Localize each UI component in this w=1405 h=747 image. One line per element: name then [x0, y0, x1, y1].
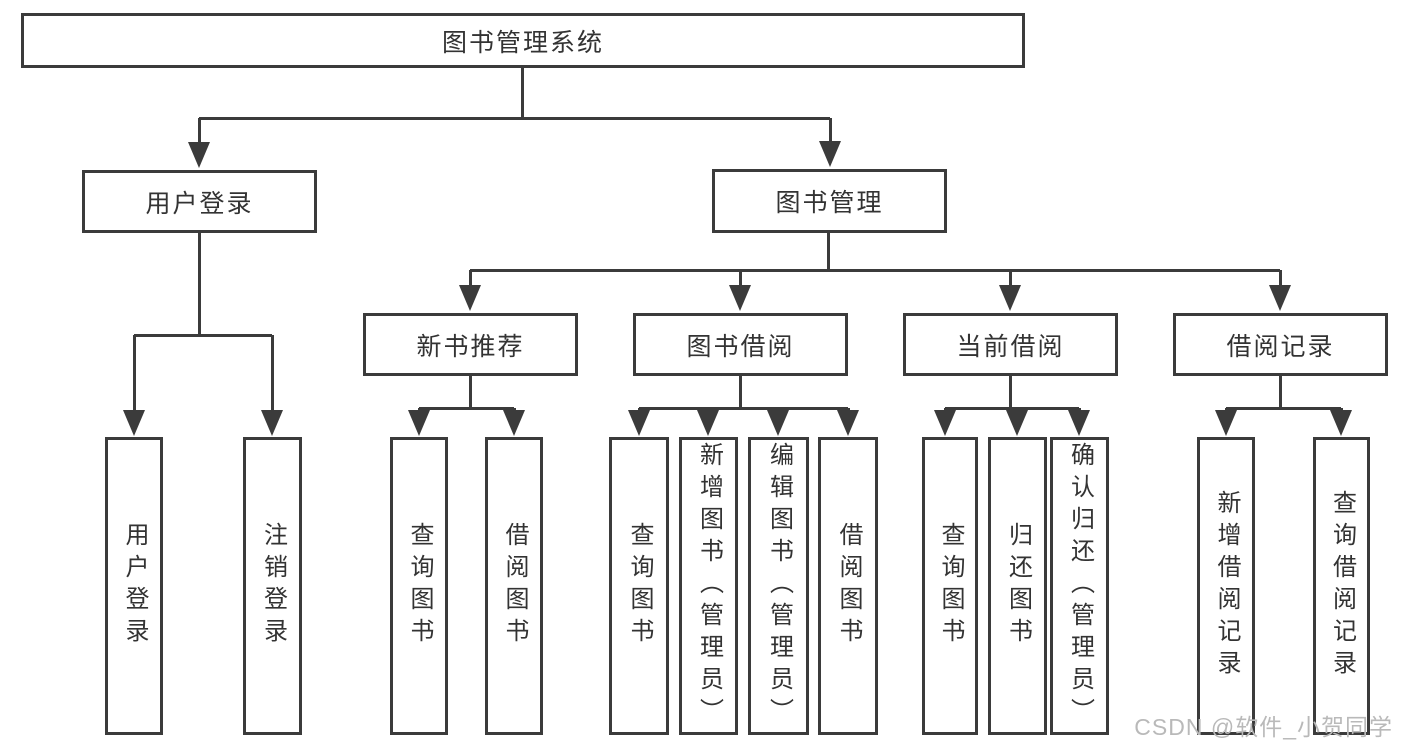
connector-line: [199, 116, 830, 120]
node-label: 用户登录: [145, 189, 254, 218]
node-book-borrow: 图书借阅: [633, 313, 848, 376]
arrowhead-down-icon: [729, 285, 751, 311]
connector-line: [134, 333, 272, 337]
connector-line: [828, 118, 832, 143]
arrowhead-down-icon: [1269, 285, 1291, 311]
arrowhead-down-icon: [999, 285, 1021, 311]
arrowhead-down-icon: [123, 410, 145, 436]
node-leaf-add-borrow-record: 新增借阅记录: [1197, 437, 1255, 735]
arrowhead-down-icon: [628, 410, 650, 436]
node-user-login: 用户登录: [82, 170, 317, 233]
node-leaf-add-book-admin: 新增图书（管理员）: [679, 437, 738, 735]
arrowhead-down-icon: [837, 410, 859, 436]
node-label: 图书借阅: [686, 332, 795, 361]
connector-line: [468, 376, 472, 408]
arrowhead-down-icon: [1215, 410, 1237, 436]
node-label: 借阅图书: [835, 522, 862, 650]
arrowhead-down-icon: [503, 410, 525, 436]
connector-line: [132, 335, 136, 412]
node-leaf-query-borrow-record: 查询借阅记录: [1313, 437, 1370, 735]
node-leaf-query-book-recommend: 查询图书: [390, 437, 448, 735]
node-leaf-user-login: 用户登录: [105, 437, 163, 735]
arrowhead-down-icon: [188, 142, 210, 168]
node-current-borrow: 当前借阅: [903, 313, 1118, 376]
node-label: 新增图书（管理员）: [695, 442, 723, 730]
connector-line: [197, 118, 201, 144]
node-label: 图书管理: [775, 189, 884, 217]
node-book-management: 图书管理: [712, 169, 947, 233]
connector-line: [945, 406, 1079, 410]
connector-line: [1008, 270, 1012, 287]
connector-line: [419, 406, 514, 410]
node-label: 注销登录: [259, 522, 287, 650]
node-leaf-query-book-current: 查询图书: [922, 437, 978, 735]
arrowhead-down-icon: [1068, 410, 1090, 436]
connector-line: [520, 68, 524, 118]
node-label: 当前借阅: [956, 332, 1065, 361]
arrowhead-down-icon: [934, 410, 956, 436]
node-label: 查询图书: [626, 522, 653, 650]
connector-line: [826, 233, 830, 270]
arrowhead-down-icon: [697, 410, 719, 436]
connector-line: [197, 233, 201, 335]
connector-line: [470, 268, 1280, 272]
node-label: 借阅记录: [1226, 332, 1335, 361]
node-label: 查询图书: [406, 522, 433, 650]
node-label: 新增借阅记录: [1213, 490, 1240, 682]
csdn-watermark: CSDN @软件_小贺同学: [1134, 714, 1393, 740]
connector-line: [639, 406, 848, 410]
arrowhead-down-icon: [408, 410, 430, 436]
connector-line: [1226, 406, 1341, 410]
node-borrow-records: 借阅记录: [1173, 313, 1388, 376]
node-leaf-edit-book-admin: 编辑图书（管理员）: [748, 437, 809, 735]
connector-line: [270, 335, 274, 412]
arrowhead-down-icon: [1330, 410, 1352, 436]
arrowhead-down-icon: [261, 410, 283, 436]
node-leaf-return-book: 归还图书: [988, 437, 1047, 735]
node-label: 确认归还（管理员）: [1066, 442, 1094, 730]
node-label: 用户登录: [121, 522, 148, 650]
connector-line: [468, 270, 472, 287]
node-root: 图书管理系统: [21, 13, 1025, 68]
node-label: 查询图书: [937, 522, 964, 650]
node-leaf-confirm-return-admin: 确认归还（管理员）: [1050, 437, 1109, 735]
node-label: 查询借阅记录: [1328, 490, 1356, 682]
connector-line: [1278, 376, 1282, 408]
node-leaf-query-book-borrow: 查询图书: [609, 437, 669, 735]
node-new-book-recommend: 新书推荐: [363, 313, 578, 376]
node-label: 编辑图书（管理员）: [765, 442, 793, 730]
connector-line: [738, 270, 742, 287]
connector-line: [1278, 270, 1282, 287]
node-leaf-borrow-book: 借阅图书: [818, 437, 878, 735]
arrowhead-down-icon: [1006, 410, 1028, 436]
node-label: 借阅图书: [501, 522, 528, 650]
node-leaf-borrow-book-recommend: 借阅图书: [485, 437, 543, 735]
node-label: 归还图书: [1004, 522, 1032, 650]
connector-line: [1008, 376, 1012, 408]
node-label: 新书推荐: [416, 332, 525, 361]
arrowhead-down-icon: [767, 410, 789, 436]
node-leaf-logout: 注销登录: [243, 437, 302, 735]
arrowhead-down-icon: [459, 285, 481, 311]
node-label: 图书管理系统: [441, 28, 604, 57]
arrowhead-down-icon: [819, 141, 841, 167]
connector-line: [738, 376, 742, 408]
